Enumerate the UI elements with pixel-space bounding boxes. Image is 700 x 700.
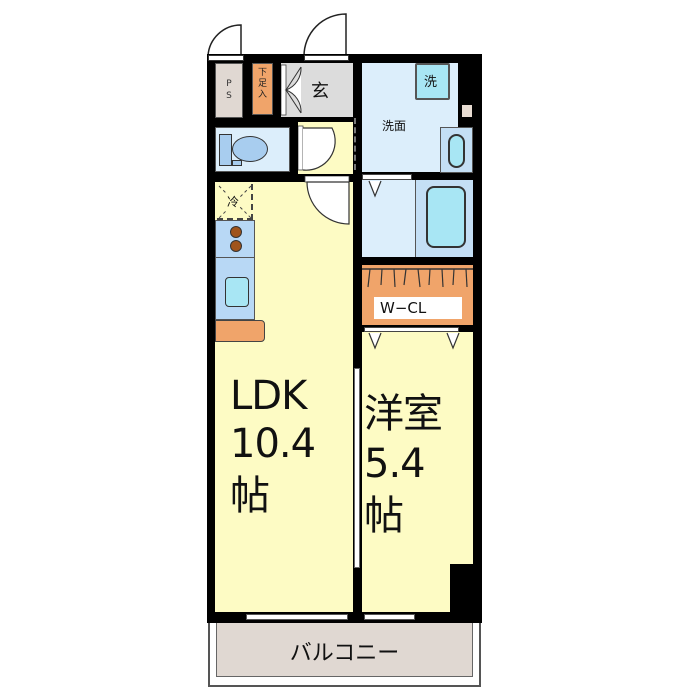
kitchen-sink-icon xyxy=(225,277,249,307)
ldk-door-swing-icon xyxy=(304,176,350,225)
entrance-label: 玄 xyxy=(311,81,329,102)
refrigerator-x-icon xyxy=(218,185,252,219)
toilet-tank-icon xyxy=(219,134,232,166)
shoe-storage: 下足入 xyxy=(252,63,273,115)
washing-machine-label: 洗 xyxy=(424,75,438,90)
counter-divider xyxy=(216,257,254,258)
bath-door-opening xyxy=(362,174,412,180)
shoe-storage-label: 下足入 xyxy=(258,68,268,100)
ldk-unit: 帖 xyxy=(230,473,270,519)
wcl-label-box: W−CL xyxy=(374,297,462,319)
refrigerator-space: 冷 xyxy=(217,184,253,220)
closet-door-opening xyxy=(364,327,459,332)
sliding-partition xyxy=(354,368,360,568)
entrance-door-swing-icon xyxy=(303,13,347,57)
closet-folding-door-icon xyxy=(368,332,382,350)
kitchen-countertop xyxy=(215,320,265,342)
closet-folding-door-icon xyxy=(446,332,460,350)
kitchen-counter xyxy=(215,220,255,320)
ldk-room: LDK 10.4 帖 xyxy=(215,182,353,612)
wall-column xyxy=(462,105,472,117)
balcony-floor: バルコニー xyxy=(216,623,473,677)
refrigerator-label: 冷 xyxy=(227,193,240,210)
stove-burner-icon xyxy=(230,240,242,252)
hallway xyxy=(298,122,353,174)
shoe-cabinet-door-icon xyxy=(281,64,302,116)
stove-burner-icon xyxy=(230,226,242,238)
toilet-room xyxy=(215,127,290,172)
bathtub-icon xyxy=(426,186,466,248)
ldk-window xyxy=(246,614,348,620)
entrance-door-opening xyxy=(304,55,349,61)
western-room: 洋室 5.4 帖 xyxy=(362,327,473,612)
bathroom xyxy=(362,174,473,257)
washing-machine-space: 洗 xyxy=(415,63,450,100)
western-room-window xyxy=(364,614,415,620)
hanger-rail-icon xyxy=(362,268,473,288)
western-room-name: 洋室 xyxy=(364,391,443,437)
wcl-label: W−CL xyxy=(380,299,427,317)
structural-column xyxy=(450,564,473,612)
western-room-size: 5.4 xyxy=(364,441,426,487)
entrance: 玄 xyxy=(281,63,353,117)
ldk-size: 10.4 xyxy=(230,421,316,467)
vanity-sink xyxy=(440,127,473,173)
walk-in-closet: W−CL xyxy=(362,265,473,325)
folding-door-icon xyxy=(368,180,382,198)
ps-door-opening xyxy=(208,55,244,61)
washroom-label: 洗面 xyxy=(382,119,407,133)
ldk-name: LDK xyxy=(230,373,307,419)
sink-basin-icon xyxy=(448,134,465,168)
toilet-bowl-icon xyxy=(232,136,268,162)
western-room-unit: 帖 xyxy=(364,493,404,539)
pipe-space-label: PS xyxy=(226,79,232,101)
balcony-label: バルコニー xyxy=(289,641,400,666)
toilet-door-swing-icon xyxy=(298,125,336,171)
sliding-door-dashed xyxy=(354,118,358,170)
balcony: バルコニー xyxy=(208,623,481,687)
toilet-seat-icon xyxy=(232,160,242,166)
ps-door-swing-icon xyxy=(207,24,242,57)
pipe-space: PS xyxy=(215,63,243,118)
bathtub-area xyxy=(415,180,473,257)
